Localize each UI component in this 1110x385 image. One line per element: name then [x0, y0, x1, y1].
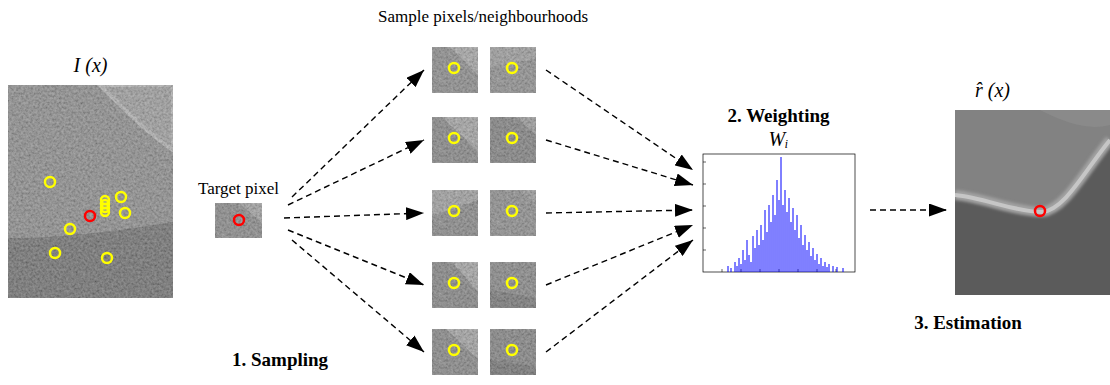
sample-patch [432, 190, 478, 236]
patch-label: Target pixel [198, 179, 279, 199]
sample-patch [490, 262, 536, 308]
dashed-arrow [546, 225, 693, 285]
sample-marker [102, 253, 112, 263]
sample-patch [507, 63, 517, 73]
sample-patch [490, 117, 536, 163]
output-image [955, 140, 1110, 212]
sample-patch [432, 262, 478, 308]
sample-patch [507, 278, 517, 288]
sample-patch [490, 329, 536, 375]
dashed-arrow [292, 240, 424, 352]
image-symbol: I (x) [74, 54, 108, 77]
output-image [955, 110, 1110, 295]
sample-patch [432, 262, 478, 308]
sample-patch [490, 117, 536, 163]
step-heading: 2. Weighting [727, 105, 829, 127]
sample-patch [432, 190, 478, 236]
dashed-arrow [546, 70, 693, 170]
sample-patch [432, 262, 478, 308]
target-patch [215, 203, 262, 238]
sample-marker [65, 224, 75, 234]
sample-patch [490, 117, 536, 163]
sample-marker [120, 208, 130, 218]
sample-patch [432, 117, 478, 163]
sample-marker [45, 177, 130, 263]
target-patch-frame: Target pixel [215, 203, 262, 238]
input-image [8, 85, 173, 298]
sample-patch [432, 329, 478, 375]
group-heading: Sample pixels/neighbourhoods [378, 7, 588, 27]
target-patch [234, 215, 244, 225]
weight-histogram [703, 154, 855, 272]
sample-patch [490, 329, 536, 375]
input-image [8, 85, 173, 298]
weight-symbol: Wᵢ [769, 128, 789, 151]
weight-histogram [728, 157, 843, 272]
sample-marker [45, 177, 55, 187]
target-patch [215, 203, 262, 238]
sample-patch [507, 133, 517, 143]
output-image [955, 110, 1110, 295]
output-image [955, 140, 1110, 295]
sample-patch [449, 133, 459, 143]
sample-patch [432, 329, 478, 375]
sample-marker [50, 248, 60, 258]
sample-patch [449, 278, 459, 288]
step-label: 1. Sampling [232, 349, 328, 371]
weighting-panel: 2. WeightingWᵢ [695, 105, 862, 277]
dashed-arrow [546, 140, 693, 185]
dashed-arrow [284, 213, 424, 218]
input-image [8, 85, 173, 298]
dashed-arrow [870, 209, 947, 210]
sample-patch [490, 47, 536, 93]
output-image [1035, 206, 1045, 216]
sample-patch [490, 190, 536, 236]
sample-patch [490, 329, 536, 375]
sample-patch [490, 47, 536, 93]
dashed-arrow [288, 140, 424, 205]
dashed-arrow [288, 230, 424, 285]
sample-patch [432, 47, 478, 93]
sample-patch [490, 262, 536, 308]
sample-patch [490, 47, 536, 93]
sample-patch [490, 190, 536, 236]
sample-marker [116, 192, 126, 202]
dashed-arrow [292, 70, 424, 197]
input-image-frame: I (x) [8, 85, 173, 298]
sample-patch [432, 117, 478, 163]
sample-patch [449, 63, 459, 73]
sample-patch [432, 47, 478, 93]
output-image-frame: r̂ (x) [955, 110, 1110, 295]
output-image [1040, 110, 1110, 127]
sample-patch [432, 47, 478, 93]
sample-patch [449, 206, 459, 216]
target-patch [215, 203, 262, 238]
dashed-arrow [546, 240, 693, 352]
sample-patch [432, 329, 478, 375]
sample-patch [432, 117, 478, 163]
sample-patch [490, 190, 536, 236]
sample-marker [85, 211, 95, 221]
image-symbol: r̂ (x) [975, 79, 1010, 102]
sample-patch [449, 345, 459, 355]
weight-histogram [703, 154, 855, 272]
sample-patch [507, 206, 517, 216]
dashed-arrow [546, 210, 693, 213]
sample-patch [490, 262, 536, 308]
sample-marker [101, 208, 109, 216]
sample-patch [507, 345, 517, 355]
sample-patch [432, 47, 536, 375]
sample-group: Sample pixels/neighbourhoods [428, 45, 538, 378]
sample-patch [432, 190, 478, 236]
output-image [955, 140, 1110, 212]
step-label: 3. Estimation [914, 312, 1022, 334]
